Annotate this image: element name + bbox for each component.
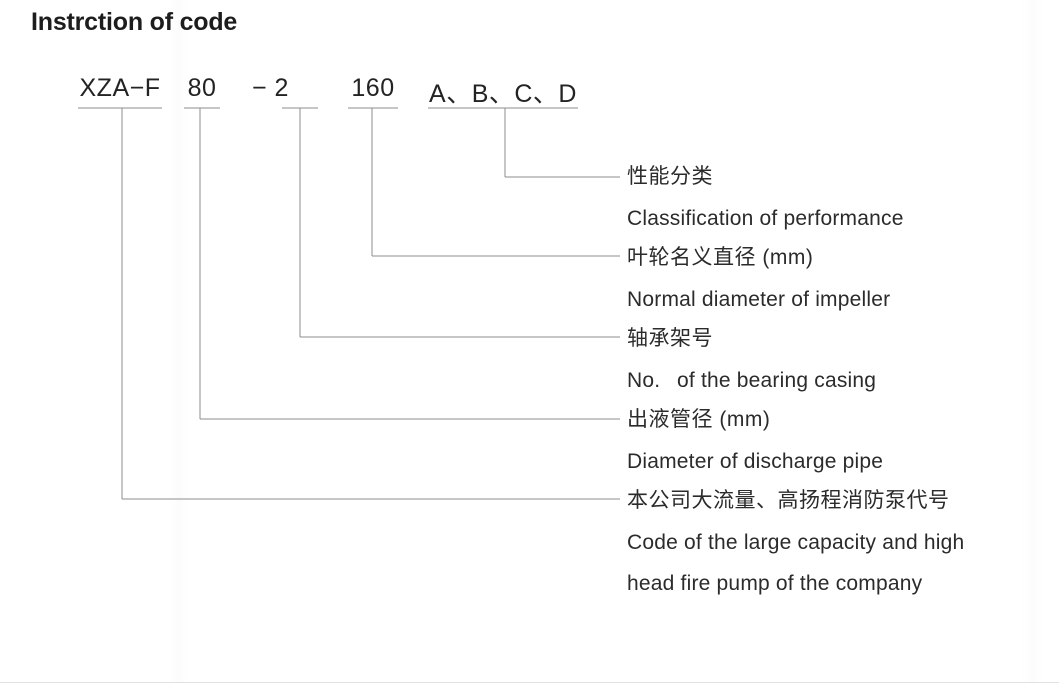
code-segment-bore: 80 xyxy=(187,74,217,102)
code-segment-bearing: − 2 xyxy=(252,74,289,102)
label-en-impeller-diameter: Normal diameter of impeller xyxy=(627,288,891,311)
label-en-discharge-pipe-diameter: Diameter of discharge pipe xyxy=(627,450,884,473)
label-cn-company-code: 本公司大流量、高扬程消防泵代号 xyxy=(627,489,950,512)
label-en-bearing-casing-no: No. of the bearing casing xyxy=(627,369,877,392)
code-segment-perf: A、B、C、D xyxy=(429,80,577,108)
label-cn-impeller-diameter: 叶轮名义直径 (mm) xyxy=(627,246,814,269)
code-segment-impeller: 160 xyxy=(351,74,395,102)
label-en-performance-classification: Classification of performance xyxy=(627,207,904,230)
label-en-company-code-line2: head fire pump of the company xyxy=(627,572,923,595)
label-cn-discharge-pipe-diameter: 出液管径 (mm) xyxy=(627,408,771,431)
label-cn-bearing-casing-no: 轴承架号 xyxy=(627,327,713,350)
page-title: Instrction of code xyxy=(31,8,238,36)
scan-band-right xyxy=(1020,0,1044,683)
label-cn-performance-classification: 性能分类 xyxy=(627,165,713,188)
code-segment-series: XZA−F xyxy=(79,74,161,102)
label-en-company-code-line1: Code of the large capacity and high xyxy=(627,531,965,554)
